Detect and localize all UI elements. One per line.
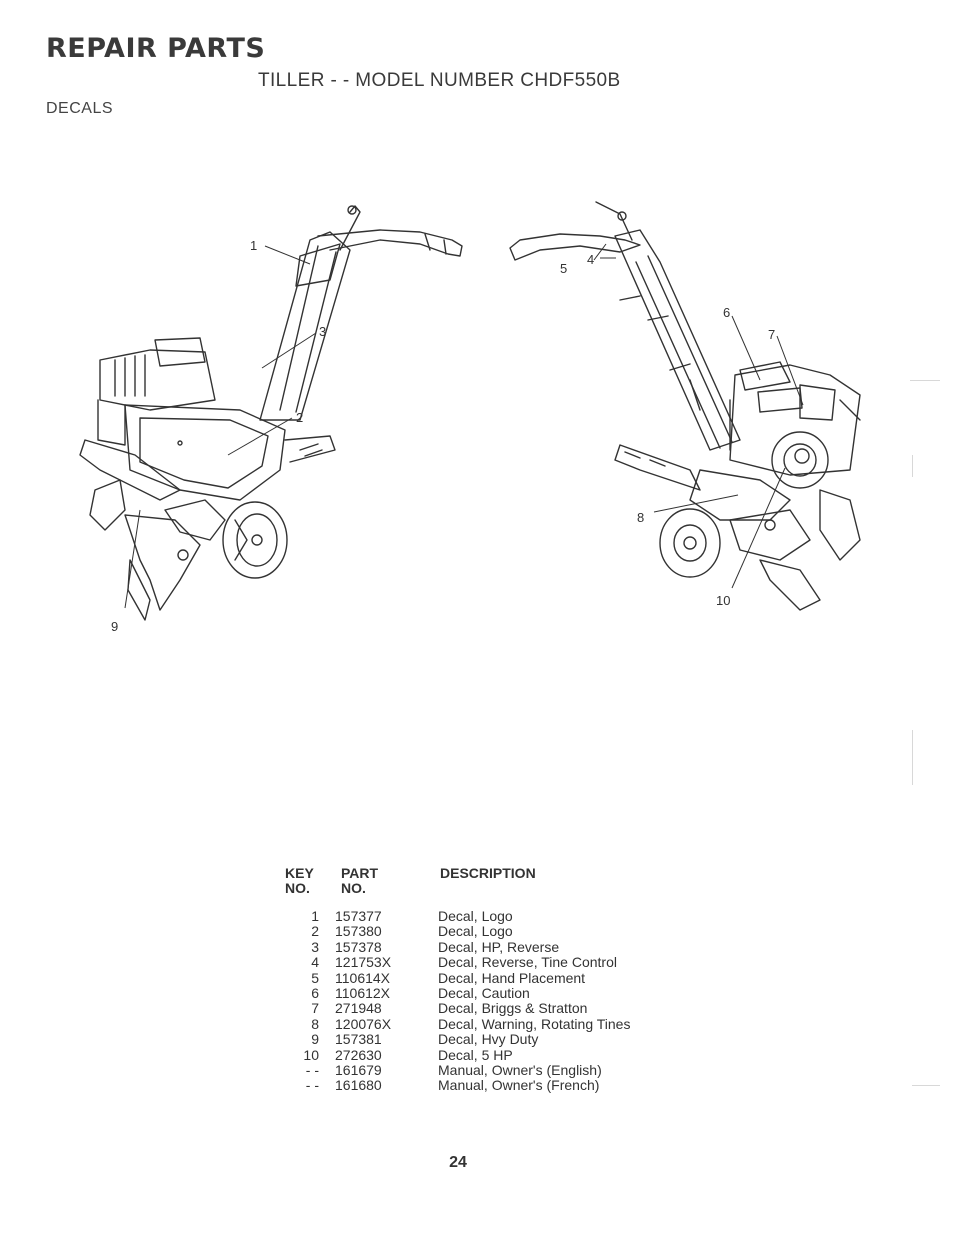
page-title: REPAIR PARTS [46,33,266,64]
part-no: 121753X [335,954,392,971]
description-header-text: DESCRIPTION [440,865,536,881]
key-header-line2: NO. [285,880,310,896]
left-tiller-drawing [79,205,463,621]
table-row: 9 157381 Decal, Hvy Duty [285,1031,685,1048]
scan-edge-mark [912,455,913,477]
callout-5: 5 [560,261,567,276]
part-description: Decal, Warning, Rotating Tines [438,1015,631,1032]
part-description: Decal, Briggs & Stratton [438,1000,588,1017]
key-no: 1 [311,908,319,924]
key-no: 7 [311,1000,319,1017]
key-no: 5 [311,969,319,986]
tiller-decal-illustration: 1 2 3 4 5 6 7 8 9 10 [79,201,861,634]
part-header-line1: PART [341,865,379,881]
part-description: Decal, Reverse, Tine Control [438,954,617,971]
callout-labels: 1 2 3 4 5 6 7 8 9 10 [111,238,775,634]
callout-8: 8 [637,510,644,525]
table-row: 5 110614X Decal, Hand Placement [285,969,685,986]
part-description: Decal, Hand Placement [438,969,586,986]
table-row: 3 157378 Decal, HP, Reverse [285,938,685,955]
table-row: 8 120076X Decal, Warning, Rotating Tines [285,1015,685,1032]
part-description: Manual, Owner's (English) [438,1061,602,1078]
description-header: DESCRIPTION [440,866,536,881]
page-number: 24 [449,1154,467,1171]
callout-lines [124,243,804,609]
part-no: 157378 [335,938,382,955]
table-row: 1 157377 Decal, Logo [285,908,685,924]
part-no: 157377 [335,908,382,924]
part-description: Decal, Caution [438,984,530,1001]
part-no: 157380 [335,923,382,940]
callout-3: 3 [319,324,326,339]
callout-7: 7 [768,327,775,342]
callout-2: 2 [296,410,303,425]
scan-edge-mark [912,1085,940,1086]
key-no: - - [305,1077,319,1094]
part-description: Decal, Logo [438,923,513,940]
callout-6: 6 [723,305,730,320]
right-tiller-drawing [509,201,861,611]
part-no: 157381 [335,1031,382,1048]
table-row: 10 272630 Decal, 5 HP [285,1046,685,1063]
key-no: 6 [311,984,319,1001]
part-header-line2: NO. [341,880,366,896]
model-subtitle: TILLER - - MODEL NUMBER CHDF550B [258,70,621,91]
part-no: 110612X [335,984,391,1001]
part-no: 110614X [335,969,391,986]
table-row: - - 161679 Manual, Owner's (English) [285,1061,685,1078]
key-no: 10 [303,1046,319,1063]
part-no: 161679 [335,1061,382,1078]
part-description: Decal, HP, Reverse [438,938,560,955]
key-no-header: KEY NO. [285,866,314,896]
callout-4: 4 [587,252,594,267]
part-description: Decal, Hvy Duty [438,1031,539,1048]
key-header-line1: KEY [285,865,314,881]
table-row: - - 161680 Manual, Owner's (French) [285,1077,685,1094]
table-row: 7 271948 Decal, Briggs & Stratton [285,1000,685,1017]
part-no: 161680 [335,1077,382,1094]
part-no: 271948 [335,1000,382,1017]
key-no: 3 [311,938,319,955]
table-row: 6 110612X Decal, Caution [285,984,685,1001]
parts-table: 1 157377 Decal, Logo 2 157380 Decal, Log… [285,908,685,1094]
scan-edge-mark [912,730,913,785]
key-no: 8 [311,1015,319,1032]
section-heading: DECALS [46,100,114,117]
table-row: 4 121753X Decal, Reverse, Tine Control [285,954,685,971]
part-no: 120076X [335,1015,392,1032]
callout-10: 10 [716,593,730,608]
part-description: Manual, Owner's (French) [438,1077,600,1094]
scan-edge-mark [910,380,940,381]
part-no: 272630 [335,1046,382,1063]
key-no: 9 [311,1031,319,1048]
part-description: Decal, Logo [438,908,513,924]
part-description: Decal, 5 HP [438,1046,513,1063]
key-no: - - [305,1061,319,1078]
key-no: 2 [311,923,319,940]
callout-9: 9 [111,619,118,634]
table-row: 2 157380 Decal, Logo [285,923,685,940]
callout-1: 1 [250,238,257,253]
part-no-header: PART NO. [341,866,378,896]
key-no: 4 [311,954,319,971]
